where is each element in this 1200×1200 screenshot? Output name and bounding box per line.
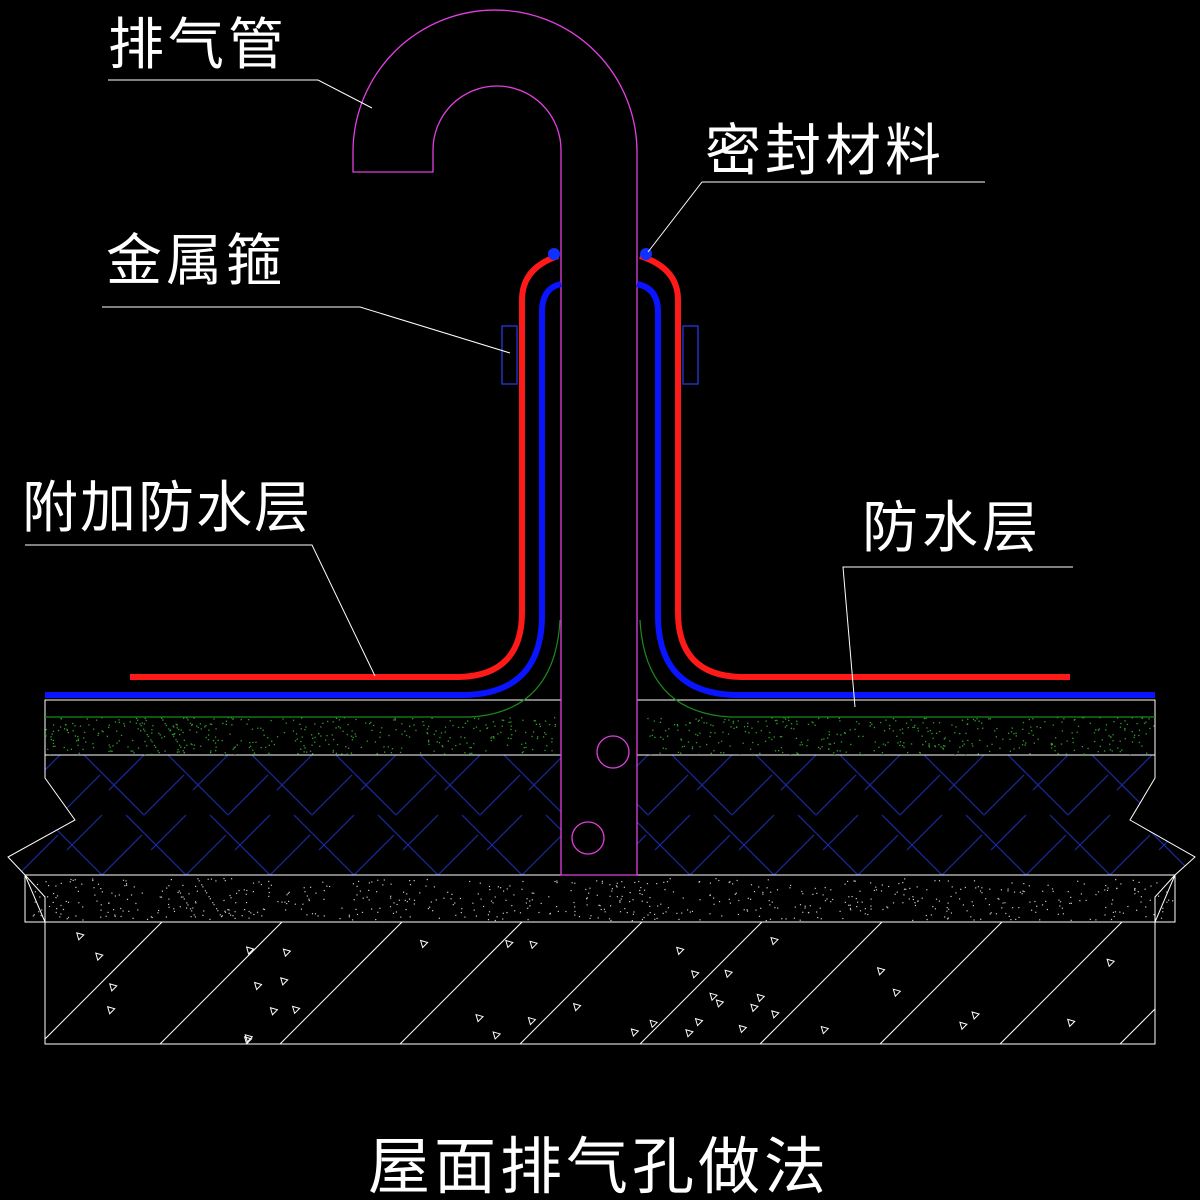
vent-hole-lower: [571, 821, 605, 855]
metal-clamp: [501, 325, 699, 385]
label-vent-pipe: 排气管: [108, 13, 288, 78]
additional-waterproof-layer: [130, 253, 1070, 680]
label-sealant: 密封材料: [705, 119, 945, 184]
leveling-layer-lower: [24, 874, 1176, 923]
leader-lines: [25, 79, 1073, 708]
drawing-title: 屋面排气孔做法: [368, 1130, 830, 1200]
label-additional-waterproof: 附加防水层: [22, 476, 312, 541]
label-metal-clamp: 金属箍: [106, 229, 286, 294]
label-waterproof: 防水层: [862, 496, 1042, 561]
concrete-slab: [44, 921, 1156, 1045]
vent-hole-upper: [596, 735, 630, 769]
screed-top-line: [45, 619, 561, 718]
waterproof-layer: [45, 281, 1155, 698]
vent-pipe: [352, 9, 638, 876]
